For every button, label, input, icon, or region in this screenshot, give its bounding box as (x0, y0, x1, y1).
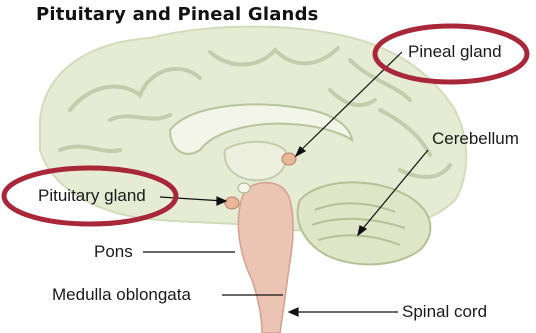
label-medulla-oblongata: Medulla oblongata (52, 285, 191, 305)
diagram-title: Pituitary and Pineal Glands (36, 4, 319, 25)
brainstem (238, 183, 293, 333)
pineal-gland-shape (282, 153, 296, 165)
label-spinal-cord: Spinal cord (402, 302, 487, 322)
label-pituitary-gland: Pituitary gland (38, 186, 146, 206)
label-cerebellum: Cerebellum (432, 129, 519, 149)
optic-chiasm (238, 183, 250, 193)
pituitary-gland-shape (225, 197, 239, 209)
label-pineal-gland: Pineal gland (408, 42, 502, 62)
label-pons: Pons (94, 242, 133, 262)
